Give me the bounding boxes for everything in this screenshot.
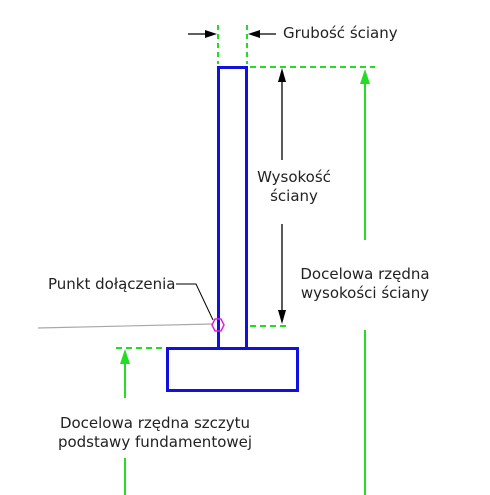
wall-height-label: Wysokość ściany xyxy=(244,168,344,206)
target-wall-height-label-line2: wysokości ściany xyxy=(300,284,430,302)
target-wall-height-label: Docelowa rzędna wysokości ściany xyxy=(290,265,440,303)
wall-height-arrow-top-head xyxy=(278,68,286,82)
thickness-arrow-left-head xyxy=(205,30,217,38)
thickness-arrow-right-head xyxy=(248,30,260,38)
target-footing-label-line1: Docelowa rzędna szczytu xyxy=(59,414,251,432)
attach-point-label: Punkt dołączenia xyxy=(48,275,176,293)
attach-point-marker xyxy=(211,318,225,332)
ground-line xyxy=(37,323,213,329)
attach-point-leader xyxy=(176,283,214,321)
target-footing-label: Docelowa rzędna szczytu podstawy fundame… xyxy=(45,414,265,452)
wall-height-arrow-bottom-head xyxy=(278,310,286,324)
target-height-arrow-head xyxy=(360,69,370,84)
wall-outline xyxy=(217,66,248,350)
wall-thickness-label: Grubość ściany xyxy=(283,24,398,42)
target-footing-arrow-head xyxy=(120,349,130,364)
wall-height-label-line2: ściany xyxy=(270,187,318,205)
wall-height-label-line1: Wysokość xyxy=(257,168,331,186)
target-footing-label-line2: podstawy fundamentowej xyxy=(57,433,253,451)
target-wall-height-label-line1: Docelowa rzędna xyxy=(300,265,430,283)
footing-outline xyxy=(166,347,299,392)
